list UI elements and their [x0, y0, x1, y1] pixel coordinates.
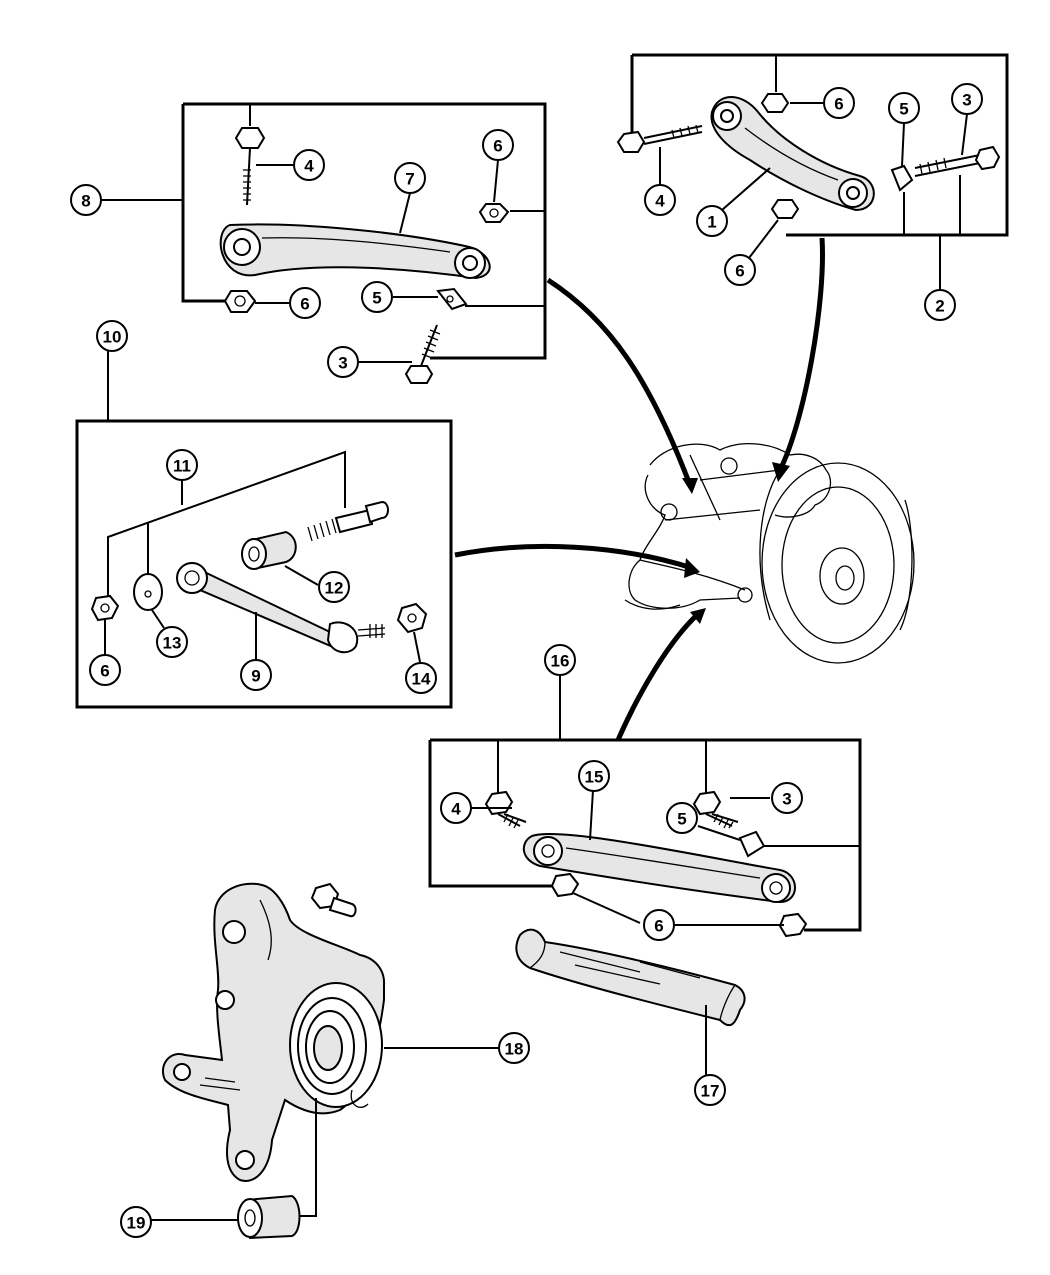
callout-5: 5: [361, 281, 393, 313]
callout-6: 6: [289, 287, 321, 319]
svg-text:17: 17: [701, 1082, 720, 1101]
svg-text:12: 12: [325, 579, 344, 598]
callout-18: 18: [498, 1032, 530, 1064]
callout-2: 2: [924, 289, 956, 321]
callout-4: 4: [644, 184, 676, 216]
upper-control-arm-1: [710, 96, 875, 212]
svg-text:2: 2: [935, 297, 944, 316]
nut-icon: [478, 203, 510, 223]
bolt-icon: [404, 324, 441, 384]
toe-link-9: [176, 562, 386, 654]
svg-text:6: 6: [834, 95, 843, 114]
callout-3: 3: [327, 346, 359, 378]
callout-6: 6: [724, 254, 756, 286]
svg-text:3: 3: [782, 790, 791, 809]
svg-text:19: 19: [127, 1214, 146, 1233]
callout-10: 10: [96, 320, 128, 352]
svg-text:3: 3: [338, 354, 347, 373]
washer-icon: [436, 287, 468, 311]
svg-text:4: 4: [451, 800, 461, 819]
lower-link-15: [522, 833, 796, 904]
bushing-12: [241, 530, 297, 570]
svg-text:6: 6: [735, 262, 744, 281]
group-2-assembly: [616, 53, 1009, 290]
svg-text:14: 14: [412, 670, 431, 689]
nut-icon: [760, 93, 790, 113]
svg-text:13: 13: [163, 634, 182, 653]
svg-text:15: 15: [585, 768, 604, 787]
bolt-icon: [307, 500, 389, 542]
bolt-icon: [310, 882, 357, 918]
svg-text:5: 5: [677, 810, 686, 829]
nut-icon: [770, 199, 800, 219]
callout-17: 17: [694, 1074, 726, 1106]
callout-5: 5: [666, 802, 698, 834]
nut-icon: [550, 872, 580, 898]
callout-15: 15: [578, 760, 610, 792]
svg-text:10: 10: [103, 328, 122, 347]
callout-19: 19: [120, 1206, 152, 1238]
svg-text:5: 5: [372, 289, 381, 308]
callout-16: 16: [544, 644, 576, 676]
washer-icon: [133, 573, 163, 611]
callout-11: 11: [166, 449, 198, 481]
svg-text:1: 1: [707, 213, 716, 232]
svg-text:7: 7: [405, 170, 414, 189]
callout-5: 5: [888, 92, 920, 124]
svg-text:6: 6: [100, 662, 109, 681]
bolt-icon: [616, 124, 703, 153]
svg-text:18: 18: [505, 1040, 524, 1059]
svg-text:9: 9: [251, 667, 260, 686]
bolt-icon: [484, 790, 527, 829]
callout-12: 12: [318, 571, 350, 603]
callout-1: 1: [696, 205, 728, 237]
knuckle-hub-18: [162, 882, 498, 1182]
callout-6: 6: [643, 909, 675, 941]
callout-13: 13: [156, 626, 188, 658]
callout-6: 6: [89, 654, 121, 686]
svg-text:6: 6: [654, 917, 663, 936]
svg-text:3: 3: [962, 91, 971, 110]
svg-text:8: 8: [81, 192, 90, 211]
connector-arrows: [454, 237, 825, 742]
callout-9: 9: [240, 659, 272, 691]
callout-3: 3: [771, 782, 803, 814]
washer-icon: [890, 164, 914, 192]
group-10-assembly: [75, 350, 453, 709]
svg-text:11: 11: [173, 457, 191, 476]
svg-text:5: 5: [899, 100, 908, 119]
callout-6: 6: [823, 87, 855, 119]
callout-8: 8: [70, 184, 102, 216]
svg-text:16: 16: [551, 652, 570, 671]
bolt-icon: [914, 145, 1001, 177]
nut-icon: [90, 594, 120, 622]
callout-6: 6: [482, 129, 514, 161]
nut-icon: [396, 602, 428, 634]
callout-3: 3: [951, 83, 983, 115]
callout-7: 7: [394, 162, 426, 194]
bolt-icon: [692, 790, 739, 829]
callout-14: 14: [405, 662, 437, 694]
assembled-suspension-view: [624, 443, 915, 664]
svg-text:6: 6: [493, 137, 502, 156]
bushing-19: [150, 1098, 317, 1240]
callout-4: 4: [293, 149, 325, 181]
lateral-link-7: [219, 223, 491, 280]
svg-text:6: 6: [300, 295, 309, 314]
underbody-shield-17: [515, 928, 746, 1075]
bolt-icon: [234, 127, 266, 206]
group-8-assembly: [100, 102, 547, 384]
svg-text:4: 4: [304, 157, 314, 176]
washer-icon: [738, 830, 766, 858]
group-16-assembly: [428, 675, 862, 938]
nut-icon: [223, 290, 257, 313]
callout-4: 4: [440, 792, 472, 824]
svg-text:4: 4: [655, 192, 665, 211]
